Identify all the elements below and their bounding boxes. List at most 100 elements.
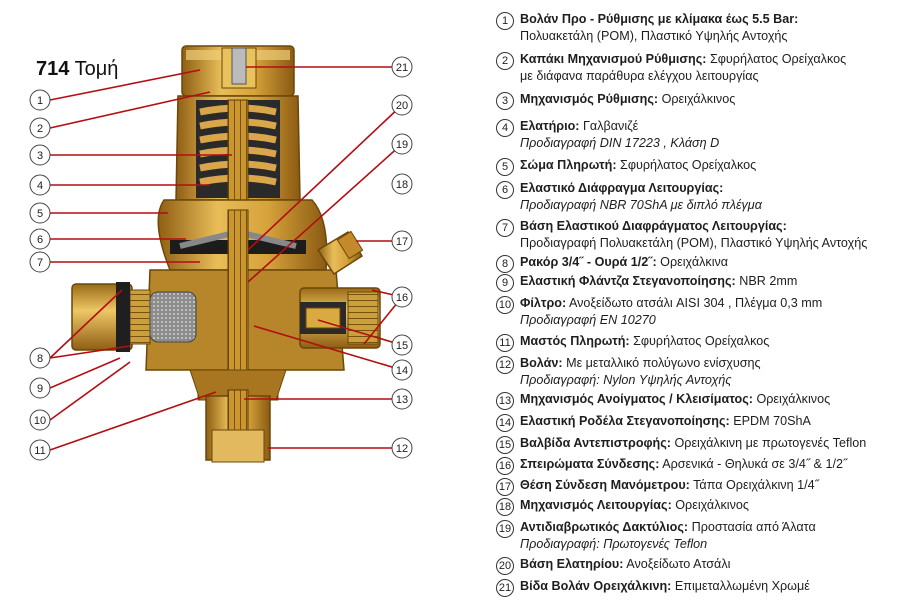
legend-number: 7: [496, 219, 514, 237]
svg-text:13: 13: [396, 394, 408, 406]
svg-text:11: 11: [34, 445, 45, 457]
valve-drawing: 1 2 3 4 5 6 7 8 9 10 11 12 13 14 15 16 1…: [29, 45, 413, 463]
legend-term: Ελαστικό Διάφραγμα Λειτουργίας:: [520, 181, 724, 195]
callout-1: 1: [29, 89, 51, 111]
legend-number: 16: [496, 457, 514, 475]
svg-text:21: 21: [396, 62, 408, 74]
callouts: 1 2 3 4 5 6 7 8 9 10 11 12 13 14 15 16 1…: [29, 56, 413, 461]
svg-text:5: 5: [37, 208, 43, 220]
svg-text:20: 20: [396, 100, 408, 112]
section-label: Τομή: [74, 58, 119, 80]
callout-10: 10: [29, 409, 51, 431]
callout-21: 21: [391, 56, 413, 78]
legend-term: Μηχανισμός Ρύθμισης:: [520, 92, 659, 106]
callout-17: 17: [391, 230, 413, 252]
legend-number: 12: [496, 356, 514, 374]
callout-7: 7: [29, 251, 51, 273]
legend-term: Θέση Σύνδεση Μανόμετρου:: [520, 478, 690, 492]
svg-text:7: 7: [37, 257, 43, 269]
callout-13: 13: [391, 388, 413, 410]
legend-detail: Σφυρήλατος Ορείχαλκος: [706, 52, 847, 66]
legend-number: 13: [496, 392, 514, 410]
bonnet: [175, 95, 301, 213]
legend-term: Καπάκι Μηχανισμού Ρύθμισης:: [520, 52, 707, 66]
legend-number: 11: [496, 334, 514, 352]
legend-number: 1: [496, 12, 514, 30]
legend-term: Αντιδιαβρωτικός Δακτύλιος:: [520, 520, 689, 534]
legend-number: 17: [496, 478, 514, 496]
legend-term: Βαλβίδα Αντεπιστροφής:: [520, 436, 671, 450]
callout-16: 16: [391, 286, 413, 308]
legend-detail: Επιμεταλλωμένη Χρωμέ: [671, 579, 810, 593]
legend-number: 5: [496, 158, 514, 176]
callout-12: 12: [391, 437, 413, 459]
legend-number: 3: [496, 92, 514, 110]
left-connector: [71, 282, 151, 352]
svg-text:19: 19: [396, 139, 408, 151]
filter-mesh: [149, 291, 197, 343]
legend-term: Ελαστική Ροδέλα Στεγανοποίησης:: [520, 414, 730, 428]
lower-tail: [189, 369, 287, 463]
legend-detail: Τάπα Ορειχάλκινη 1/4˝: [689, 478, 819, 492]
legend-detail: NBR 2mm: [735, 274, 798, 288]
legend-number: 21: [496, 579, 514, 597]
callout-18: 18: [391, 173, 413, 195]
callout-3: 3: [29, 144, 51, 166]
legend-term: Ελαστική Φλάντζα Στεγανοποίησης:: [520, 274, 736, 288]
legend-term: Βίδα Βολάν Ορειχάλκινη:: [520, 579, 672, 593]
model-number: 714: [36, 58, 70, 80]
callout-5: 5: [29, 202, 51, 224]
legend-detail: EPDM 70ShA: [729, 414, 811, 428]
legend-number: 8: [496, 255, 514, 273]
svg-text:3: 3: [37, 150, 43, 162]
legend-term: Ελατήριο:: [520, 119, 580, 133]
legend-detail: Ανοξείδωτο ατσάλι AISI 304 , Πλέγμα 0,3 …: [566, 296, 823, 310]
callout-14: 14: [391, 359, 413, 381]
svg-text:1: 1: [37, 95, 43, 107]
svg-text:17: 17: [396, 236, 408, 248]
callout-2: 2: [29, 117, 51, 139]
legend-term: Βολάν Προ - Ρύθμισης με κλίμακα έως 5.5 …: [520, 12, 799, 26]
legend-number: 18: [496, 498, 514, 516]
gauge-port: [316, 230, 364, 276]
svg-text:9: 9: [37, 383, 43, 395]
legend-detail: Ανοξείδωτο Ατσάλι: [623, 557, 731, 571]
legend-number: 2: [496, 52, 514, 70]
legend-term: Σώμα Πληρωτή:: [520, 158, 617, 172]
legend-detail: Ορειχάλκινος: [658, 92, 736, 106]
legend-detail: Ορειχάλκινη με πρωτογενές Teflon: [670, 436, 867, 450]
legend-term: Μηχανισμός Λειτουργίας:: [520, 498, 672, 512]
legend-line: Προδιαγραφή: Πρωτογενές Teflon: [520, 537, 708, 551]
legend-term: Βάση Ελατηρίου:: [520, 557, 624, 571]
legend-detail: Ορειχάλκινος: [752, 392, 831, 406]
legend-detail: Ορειχάλκινα: [656, 255, 729, 269]
legend-line: Προδιαγραφή Πολυακετάλη (POM), Πλαστικό …: [520, 236, 868, 250]
callout-11: 11: [29, 439, 51, 461]
svg-text:10: 10: [34, 415, 46, 427]
svg-text:6: 6: [37, 234, 43, 246]
legend-detail: Σφυρήλατος Ορείχαλκος: [616, 158, 757, 172]
legend-number: 20: [496, 557, 514, 575]
legend-detail: Σφυρήλατος Ορείχαλκος: [629, 334, 770, 348]
legend-line: Πολυακετάλη (POM), Πλαστικό Υψηλής Αντοχ…: [520, 29, 788, 43]
svg-text:18: 18: [396, 179, 408, 191]
legend-detail: Με μεταλλικό πολύγωνο ενίσχυσης: [562, 356, 761, 370]
svg-text:15: 15: [396, 340, 408, 352]
svg-text:16: 16: [396, 292, 408, 304]
callout-8: 8: [29, 347, 51, 369]
callout-15: 15: [391, 334, 413, 356]
legend-detail: Ορειχάλκινος: [671, 498, 749, 512]
legend-term: Φίλτρο:: [520, 296, 567, 310]
legend-line: Προδιαγραφή DIN 17223 , Κλάση D: [520, 136, 720, 150]
callout-20: 20: [391, 94, 413, 116]
legend-term: Μηχανισμός Ανοίγματος / Κλεισίματος:: [520, 392, 753, 406]
svg-text:4: 4: [37, 180, 43, 192]
legend-detail: Αρσενικά - Θηλυκά σε 3/4˝ & 1/2˝: [659, 457, 848, 471]
adjustment-knob: [181, 45, 295, 97]
legend-number: 15: [496, 436, 514, 454]
legend-number: 19: [496, 520, 514, 538]
legend-line: Προδιαγραφή NBR 70ShA με διπλό πλέγμα: [520, 198, 762, 212]
legend-line: Προδιαγραφή: Nylon Υψηλής Αντοχής: [520, 373, 732, 387]
legend-number: 9: [496, 274, 514, 292]
callout-6: 6: [29, 228, 51, 250]
